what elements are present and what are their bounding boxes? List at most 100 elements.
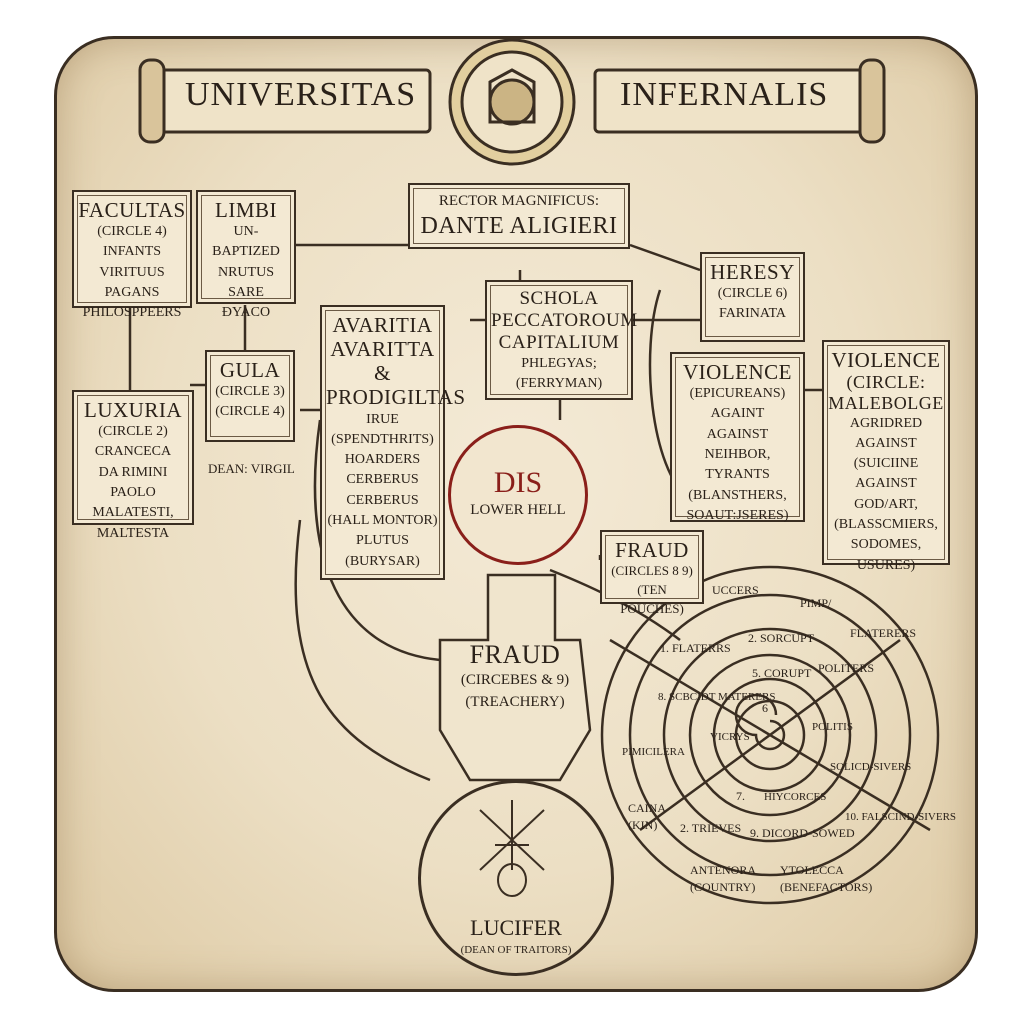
luxuria-line: PAOLO MALATESTI, bbox=[92, 485, 174, 521]
fraud-treachery-label: FRAUD (CIRCEBES & 9) (TREACHERY) bbox=[440, 640, 590, 713]
fraud-big-line: (TREACHERY) bbox=[465, 693, 565, 710]
facultas-line: (CIRCLE 4) bbox=[97, 224, 167, 240]
violence-line: AGAINT bbox=[710, 406, 765, 422]
fraud-small-line: (TEN POUCHES) bbox=[620, 581, 684, 616]
heresy-line: FARINATA bbox=[718, 306, 787, 322]
lucifer-subtitle: (DEAN OF TRAITORS) bbox=[460, 944, 572, 956]
fraud-big-title: FRAUD bbox=[469, 640, 561, 669]
luxuria-line: (CIRCLE 2) bbox=[98, 424, 168, 440]
malebolge-label: 6 bbox=[762, 701, 768, 715]
title-right: INFERNALIS bbox=[620, 76, 829, 113]
malebolge-label: 8. SCBCIDT MATERERS bbox=[658, 691, 776, 703]
malebolge-label: POLITERS bbox=[818, 661, 875, 675]
fraud-big-line: (CIRCEBES & 9) bbox=[460, 671, 570, 688]
malebolge-label: POLITIS bbox=[812, 721, 853, 733]
gula-title: GULA bbox=[219, 358, 281, 382]
title-banner bbox=[138, 58, 886, 144]
facultas-title: FACULTAS bbox=[78, 198, 186, 222]
schola-box: SCHOLA PECCATOROUM CAPITALIUM PHLEGYAS; … bbox=[485, 280, 638, 400]
limbi-line: UN-BAPTIZED bbox=[212, 224, 280, 260]
violence2-line: AGAINST bbox=[855, 435, 917, 451]
violence-line: AGAINST NEIHBOR, bbox=[704, 426, 771, 463]
facultas-line: INFANTS bbox=[102, 244, 162, 260]
malebolge-label: ANTENORA (COUNTRY) bbox=[690, 863, 756, 895]
avaritia-box: AVARITIA AVARITTA & PRODIGILTAS IRUE (SP… bbox=[320, 305, 466, 580]
gula-line: (CIRCLE 4) bbox=[215, 404, 285, 420]
limbi-line: NRUTUS SARE bbox=[217, 264, 274, 301]
avaritia-line: IRUE bbox=[366, 411, 399, 427]
dis-subtitle: LOWER HELL bbox=[470, 502, 566, 518]
schola-title3: CAPITALIUM bbox=[498, 331, 620, 353]
facultas-box: FACULTAS (CIRCLE 4) INFANTS VIRITUUS PAG… bbox=[72, 190, 192, 320]
heresy-title: HERESY bbox=[710, 260, 795, 284]
malebolge-label: 5. CORUPT bbox=[752, 666, 812, 680]
violence2-line: AGRIDRED bbox=[849, 415, 923, 431]
crest-emblem bbox=[448, 38, 576, 166]
title-left: UNIVERSITAS bbox=[185, 76, 417, 113]
violence2-line: SODOMES, bbox=[850, 537, 922, 553]
luxuria-line: MALTESTA bbox=[96, 525, 170, 541]
heresy-line: (CIRCLE 6) bbox=[717, 286, 788, 302]
malebolge-label: YTOLECCA (BENEFACTORS) bbox=[780, 863, 873, 895]
malebolge-label: HIYCORCES bbox=[764, 791, 827, 803]
malebolge-label: PIMP/ bbox=[800, 596, 832, 610]
violence-line: SOAUT:JSERES) bbox=[686, 507, 789, 523]
malebolge-label: 10. FALSCIND-SIVERS bbox=[845, 811, 957, 823]
malebolge-label: FLATERERS bbox=[850, 626, 917, 640]
avaritia-title2: AVARITTA & bbox=[330, 337, 435, 386]
schola-line: (FERRYMAN) bbox=[515, 375, 603, 391]
avaritia-line: CERBERUS bbox=[346, 472, 419, 488]
malebolge-label: CAINA (KIN) bbox=[628, 801, 666, 833]
malebolge-label: 9. DICORD-SOWED bbox=[750, 826, 855, 840]
limbi-title: LIMBI bbox=[215, 198, 277, 222]
gula-box: GULA (CIRCLE 3) (CIRCLE 4) bbox=[205, 350, 295, 442]
violence-line: TYRANTS bbox=[705, 467, 770, 483]
avaritia-line: (SPENDTHRITS) bbox=[331, 431, 434, 447]
lucifer-title: LUCIFER bbox=[470, 915, 562, 940]
violence-malebolge-box: VIOLENCE (CIRCLE: MALEBOLGE AGRIDRED AGA… bbox=[822, 340, 950, 573]
violence-box: VIOLENCE (EPICUREANS) AGAINT AGAINST NEI… bbox=[670, 352, 805, 523]
limbi-box: LIMBI UN-BAPTIZED NRUTUS SARE ĐYACO bbox=[196, 190, 296, 320]
luxuria-title: LUXURIA bbox=[84, 398, 182, 422]
violence2-line: (BLASSCMIERS, bbox=[834, 517, 938, 532]
fraud-pouches-box: FRAUD (CIRCLES 8 9) (TEN POUCHES) bbox=[600, 530, 704, 616]
facultas-line: VIRITUUS PAGANS bbox=[99, 264, 165, 301]
pit-shaft bbox=[438, 573, 592, 782]
luxuria-box: LUXURIA (CIRCLE 2) CRANCECA DA RIMINI PA… bbox=[72, 390, 194, 541]
avaritia-line: CERBERUS bbox=[346, 492, 419, 508]
violence2-title: VIOLENCE bbox=[831, 348, 941, 372]
malebolge-label: VICRYS bbox=[710, 731, 750, 743]
limbi-line: ĐYACO bbox=[221, 305, 271, 321]
malebolge-label: 7. bbox=[736, 789, 745, 803]
heresy-box: HERESY (CIRCLE 6) FARINATA bbox=[700, 252, 805, 342]
violence-line: (EPICUREANS) bbox=[689, 386, 786, 402]
avaritia-title: AVARITIA bbox=[332, 313, 433, 337]
violence2-title2: (CIRCLE: bbox=[846, 372, 926, 393]
avaritia-title3: PRODIGILTAS bbox=[326, 385, 466, 410]
luxuria-line: CRANCECA bbox=[94, 444, 172, 460]
malebolge-label: PIMICILERA bbox=[622, 746, 685, 758]
dis-title: DIS bbox=[493, 466, 543, 499]
gula-line: (CIRCLE 3) bbox=[215, 384, 285, 400]
rector-name: DANTE ALIGIERI bbox=[420, 212, 618, 239]
facultas-line: PHILOSPPEERS bbox=[82, 305, 182, 321]
schola-line: PHLEGYAS; bbox=[521, 355, 597, 371]
fraud-small-title: FRAUD bbox=[615, 538, 689, 562]
violence2-line: (SUICIINE bbox=[853, 456, 919, 472]
malebolge-label: SOLICD-SIVERS bbox=[830, 761, 912, 773]
malebolge-label: UCCERS bbox=[712, 583, 759, 597]
schola-title: SCHOLA bbox=[519, 288, 599, 309]
violence2-line: AGAINST GOD/ART, bbox=[854, 476, 918, 512]
violence2-title3: MALEBOLGE bbox=[828, 392, 944, 413]
rector-box: RECTOR MAGNIFICUS: DANTE ALIGIERI bbox=[408, 183, 630, 249]
fraud-small-line: (CIRCLES 8 9) bbox=[611, 563, 693, 579]
schola-title2: PECCATOROUM bbox=[491, 309, 638, 331]
malebolge-rings bbox=[600, 565, 940, 905]
violence2-line: USURES) bbox=[856, 557, 916, 573]
avaritia-line: HOARDERS bbox=[344, 452, 421, 468]
malebolge-label: 2. SORCUPT bbox=[748, 631, 815, 645]
violence-line: (BLANSTHERS, bbox=[688, 487, 787, 503]
avaritia-line: (BURYSAR) bbox=[345, 553, 420, 569]
